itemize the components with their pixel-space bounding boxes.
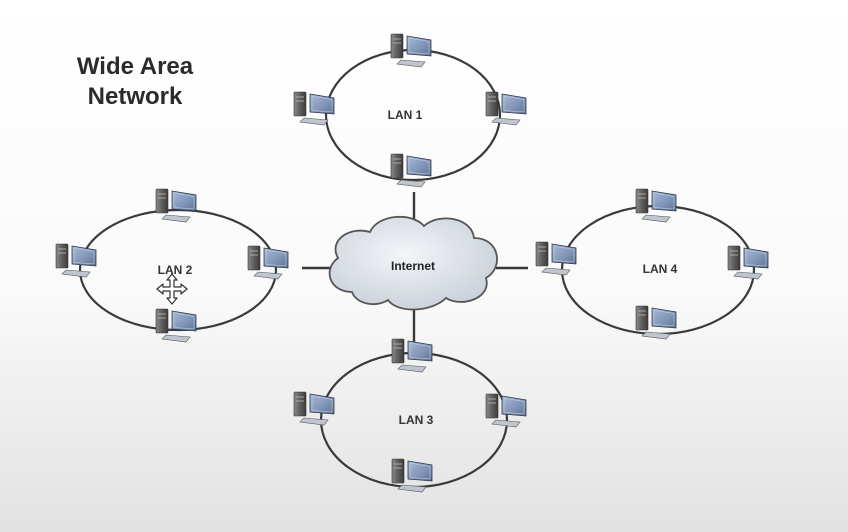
desktop-computer-icon bbox=[293, 91, 335, 126]
lan1-label: LAN 1 bbox=[388, 108, 423, 122]
desktop-computer-icon bbox=[485, 91, 527, 126]
internet-label: Internet bbox=[391, 259, 435, 273]
title-line-1: Wide Area bbox=[76, 53, 194, 80]
lan2-ring bbox=[78, 208, 278, 332]
desktop-computer-icon bbox=[293, 391, 335, 426]
desktop-computer-icon bbox=[727, 245, 769, 280]
desktop-computer-icon bbox=[390, 33, 432, 68]
desktop-computer-icon bbox=[635, 188, 677, 223]
lan4-label: LAN 4 bbox=[643, 262, 678, 276]
desktop-computer-icon bbox=[55, 243, 97, 278]
diagram-title: Wide Area Network bbox=[20, 52, 250, 112]
move-cursor-icon bbox=[156, 273, 188, 305]
desktop-computer-icon bbox=[390, 153, 432, 188]
desktop-computer-icon bbox=[535, 241, 577, 276]
lan3-label: LAN 3 bbox=[399, 413, 434, 427]
title-line-2: Network bbox=[87, 83, 183, 110]
desktop-computer-icon bbox=[247, 245, 289, 280]
desktop-computer-icon bbox=[485, 393, 527, 428]
internet-cloud-icon bbox=[328, 215, 498, 311]
lan2-label: LAN 2 bbox=[158, 263, 193, 277]
desktop-computer-icon bbox=[391, 338, 433, 373]
desktop-computer-icon bbox=[155, 308, 197, 343]
desktop-computer-icon bbox=[155, 188, 197, 223]
